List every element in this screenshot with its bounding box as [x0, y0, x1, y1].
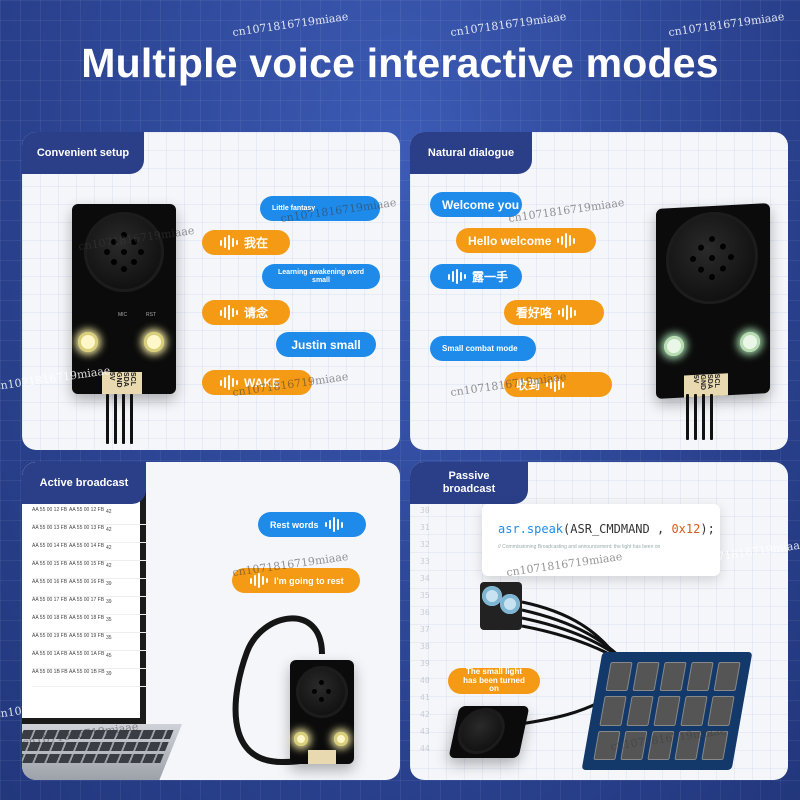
speaker-icon [453, 708, 510, 754]
sound-wave-icon [220, 235, 238, 250]
pin-header [308, 750, 336, 764]
wire [710, 394, 713, 440]
speech-bubble: Hello welcome [456, 228, 596, 253]
panel-title: Active broadcast [22, 462, 146, 504]
led-icon [294, 732, 308, 746]
speech-bubble: 露一手 [430, 264, 522, 289]
wire [114, 394, 117, 444]
pin-header-label: SCL SDA GND 5V [684, 373, 728, 398]
sound-wave-icon [546, 377, 565, 392]
wire [694, 394, 697, 440]
speech-bubble: WAKE [202, 370, 312, 395]
speech-bubble: I'm going to rest [232, 568, 360, 593]
led-icon [664, 335, 684, 357]
light-sensor-module [480, 582, 522, 630]
speech-bubble: 收到 [504, 372, 612, 397]
speech-bubble: Justin small [276, 332, 376, 357]
speech-bubble: 我在 [202, 230, 290, 255]
code-snippet-card: asr.speak(ASR_CMDMAND , 0x12); // Commis… [482, 504, 720, 576]
voice-module-board [448, 706, 530, 758]
speech-bubble: Rest words [258, 512, 366, 537]
sound-wave-icon [250, 573, 268, 588]
voice-module-board: MIC RST SCL SDA GND 5V [72, 204, 176, 394]
arduino-board [581, 652, 753, 770]
led-icon [334, 732, 348, 746]
speaker-icon [296, 666, 348, 718]
mic-label: MIC [118, 312, 128, 318]
rst-label: RST [146, 312, 156, 318]
pin-header-label: SCL SDA GND 5V [102, 372, 142, 394]
wire [106, 394, 109, 444]
speech-bubble: Learning awakening word small [262, 264, 380, 289]
led-icon [78, 332, 98, 352]
panel-title: Passive broadcast [410, 462, 528, 504]
voice-module-board [290, 660, 354, 764]
speech-bubble: Welcome you [430, 192, 522, 217]
wire [702, 394, 705, 440]
led-icon [740, 331, 760, 353]
wire [130, 394, 133, 444]
sound-wave-icon [557, 233, 576, 248]
led-icon [144, 332, 164, 352]
panel-convenient-setup: Convenient setup MIC RST SCL SDA GND 5V … [22, 132, 400, 450]
sound-wave-icon [324, 517, 343, 532]
speech-bubble: 看好咯 [504, 300, 604, 325]
panel-title: Natural dialogue [410, 132, 532, 174]
code-comment: // Commissioning Broadcasting and announ… [498, 544, 661, 550]
sound-wave-icon [220, 375, 238, 390]
sound-wave-icon [220, 305, 238, 320]
panel-title: Convenient setup [22, 132, 144, 174]
sound-wave-icon [558, 305, 577, 320]
speech-bubble: 请念 [202, 300, 290, 325]
speaker-icon [84, 212, 164, 292]
speech-bubble: Little fantasy [260, 196, 380, 221]
speaker-icon [666, 209, 758, 307]
wire [122, 394, 125, 444]
speech-bubble: The small light has been turned on [448, 667, 540, 694]
wire [686, 394, 689, 440]
speech-bubble: Small combat mode [430, 336, 536, 361]
panel-natural-dialogue: Natural dialogue SCL SDA GND 5V Welcome … [410, 132, 788, 450]
voice-module-board: SCL SDA GND 5V [656, 203, 770, 399]
sound-wave-icon [448, 269, 466, 284]
page-title: Multiple voice interactive modes [81, 40, 719, 86]
